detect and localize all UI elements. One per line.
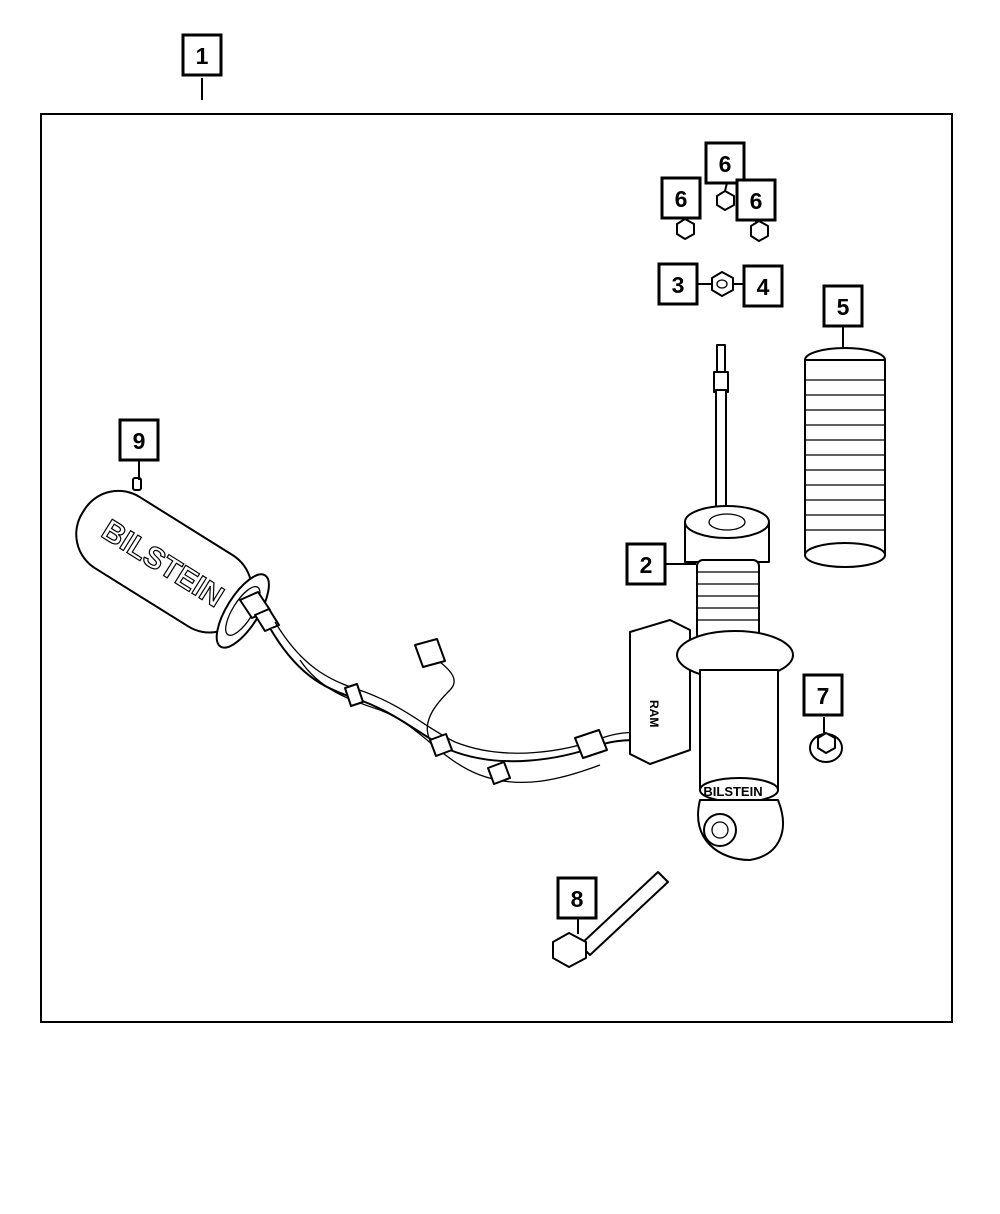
svg-text:4: 4 xyxy=(757,274,770,300)
svg-text:1: 1 xyxy=(196,43,209,69)
assembly-frame xyxy=(40,113,953,1023)
nut-6-right xyxy=(750,220,769,242)
nut-6-top xyxy=(716,190,735,211)
bolt-8 xyxy=(552,871,669,968)
callout-6-left: 6 xyxy=(660,176,702,220)
callout-4: 4 xyxy=(742,264,784,308)
svg-text:6: 6 xyxy=(675,186,688,212)
dust-boot xyxy=(804,347,886,568)
wiring-harness xyxy=(269,621,686,785)
callout-5: 5 xyxy=(822,284,864,328)
svg-text:2: 2 xyxy=(640,552,653,578)
svg-text:7: 7 xyxy=(817,683,830,709)
callout-7: 7 xyxy=(802,673,844,717)
svg-text:5: 5 xyxy=(837,294,850,320)
callout-6-top: 6 xyxy=(704,141,746,185)
callout-9: 9 xyxy=(118,418,160,462)
callout-8: 8 xyxy=(556,876,598,920)
svg-text:9: 9 xyxy=(133,428,146,454)
shock-absorber: RAM BILSTEIN xyxy=(629,344,794,861)
svg-text:6: 6 xyxy=(750,188,763,214)
shock-brand-logo: BILSTEIN xyxy=(703,784,762,799)
shock-bellows xyxy=(696,559,760,641)
nut-6-left xyxy=(676,218,695,240)
svg-text:8: 8 xyxy=(571,886,584,912)
nut-3-4 xyxy=(711,271,734,297)
callout-3: 3 xyxy=(657,262,699,306)
washer-nut-7 xyxy=(809,732,843,763)
svg-text:3: 3 xyxy=(672,272,685,298)
callout-6-right: 6 xyxy=(735,178,777,222)
callout-1: 1 xyxy=(181,33,223,77)
module-brand-logo: RAM xyxy=(647,700,661,727)
remote-reservoir: BILSTEIN xyxy=(75,477,280,649)
callout-2: 2 xyxy=(625,542,667,586)
svg-text:6: 6 xyxy=(719,151,732,177)
